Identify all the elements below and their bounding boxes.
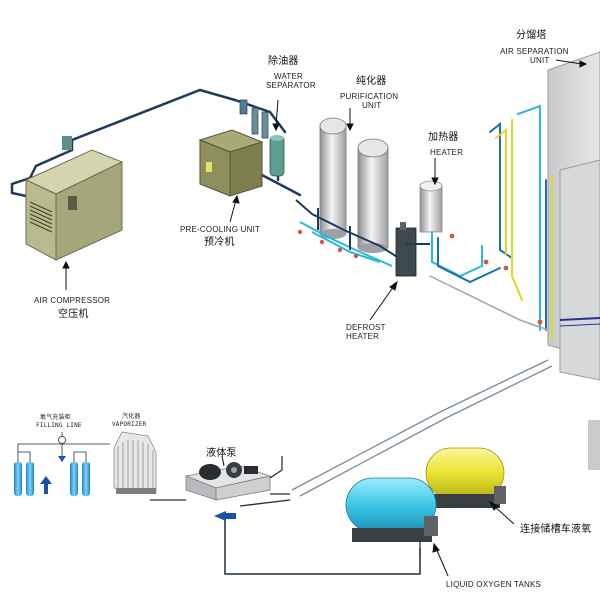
liquid-oxygen-tank-cyan bbox=[345, 477, 438, 556]
liquid-pump bbox=[184, 456, 283, 501]
label-pre-cooling-en: PRE-COOLING UNIT bbox=[180, 225, 261, 234]
label-air-compressor-cn: 空压机 bbox=[58, 309, 89, 320]
label-purification-en-1: PURIFICATION bbox=[340, 92, 399, 101]
label-heater-en: HEATER bbox=[430, 148, 464, 157]
label-air-separation-en-1: AIR SEPARATION bbox=[500, 47, 569, 56]
label-pre-cooling-cn: 预冷机 bbox=[204, 237, 235, 248]
heater bbox=[419, 180, 443, 233]
label-defrost-en-2: HEATER bbox=[346, 332, 380, 341]
compressor-vent-grille bbox=[29, 201, 53, 233]
label-air-separation-en-2: UNIT bbox=[530, 56, 550, 65]
label-air-separation-cn: 分馏塔 bbox=[516, 30, 547, 41]
label-defrost-en-1: DEFROST bbox=[346, 323, 386, 332]
liquid-transfer-lines bbox=[150, 359, 553, 575]
flow-arrow-icon bbox=[214, 511, 236, 521]
oxygen-cylinders bbox=[14, 432, 110, 496]
purification-piping bbox=[295, 199, 403, 267]
label-air-compressor-en: AIR COMPRESSOR bbox=[34, 296, 111, 305]
water-separator bbox=[239, 99, 285, 177]
liquid-oxygen-tank-yellow bbox=[425, 447, 506, 508]
label-water-separator-cn: 除油器 bbox=[268, 56, 299, 67]
purification-valves bbox=[297, 229, 359, 259]
label-filling-cn: 氧气充装柜 bbox=[40, 414, 72, 421]
vaporizer bbox=[113, 431, 157, 494]
purification-unit bbox=[295, 117, 403, 267]
label-vaporizer-en: VAPORIZER bbox=[112, 421, 147, 428]
label-purification-cn: 纯化器 bbox=[356, 76, 387, 87]
label-connect-truck-cn: 连接储槽车液氧 bbox=[520, 524, 592, 535]
label-heater-cn: 加热器 bbox=[428, 132, 459, 143]
label-liquid-oxygen-en: LIQUID OXYGEN TANKS bbox=[446, 580, 542, 589]
label-filling-en: FILLING LINE bbox=[36, 422, 82, 429]
label-water-separator-en-2: SEPARATOR bbox=[266, 81, 316, 90]
process-valves bbox=[449, 233, 543, 325]
label-purification-en-2: UNIT bbox=[362, 101, 382, 110]
label-water-separator-en-1: WATER bbox=[274, 72, 303, 81]
air-separation-tower bbox=[547, 51, 600, 470]
defrost-heater bbox=[395, 222, 430, 277]
label-pump-cn: 液体泵 bbox=[206, 448, 237, 459]
process-pipes bbox=[429, 104, 553, 341]
pre-cooling-unit bbox=[198, 129, 264, 197]
callout-arrows bbox=[62, 59, 588, 577]
air-compressor bbox=[24, 136, 124, 261]
label-vaporizer-cn: 汽化器 bbox=[122, 413, 141, 420]
